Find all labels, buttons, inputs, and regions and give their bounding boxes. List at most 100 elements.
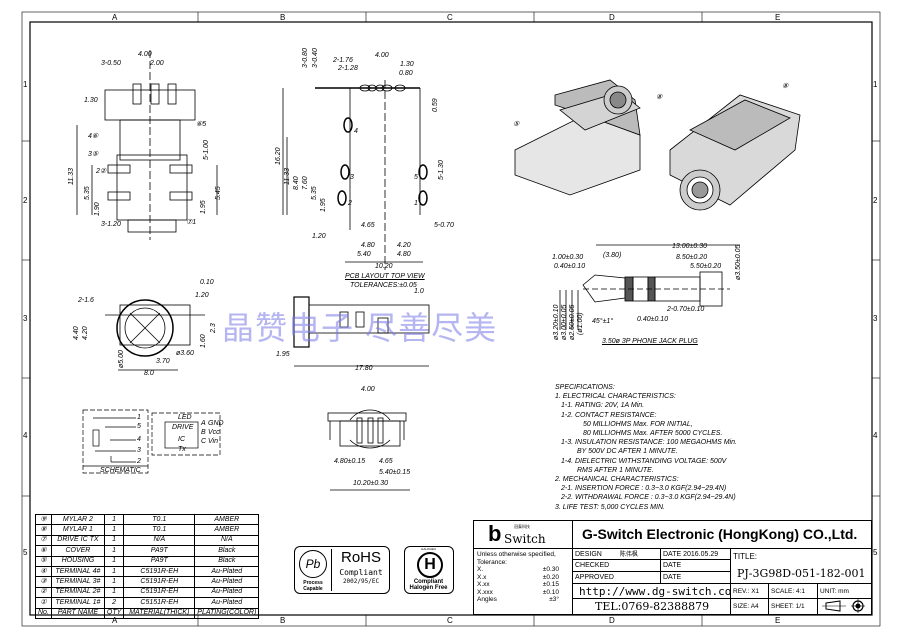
callout: 2② <box>96 168 107 175</box>
dim: 5-1.30 <box>438 160 445 180</box>
grid-row-2-right: 2 <box>873 196 878 205</box>
dim: 1.20 <box>312 233 326 240</box>
spec-line: 50 MILLIOHMS Max. FOR INITIAL, <box>583 420 693 428</box>
dim: 0.40±0.10 <box>637 316 669 323</box>
sheet-value: 1/1 <box>795 603 805 610</box>
unit-cell: UNIT: mm <box>817 583 872 599</box>
dim: 3-0.40 <box>312 48 319 68</box>
company-logo: b 冠泰科技 Switch <box>473 520 573 549</box>
header-cell: PART NAME <box>50 607 105 619</box>
dim: ø3.00±0.05 <box>561 304 568 340</box>
dim: 16.20 <box>275 147 282 165</box>
grid-col-c: C <box>447 13 453 22</box>
callout: 4⑥ <box>88 133 99 140</box>
grid-col-b-bottom: B <box>280 616 286 625</box>
pin-number: 2 <box>348 200 352 207</box>
dim: 3.70 <box>156 358 170 365</box>
dim: (3.80) <box>603 252 622 259</box>
title-cell: TITLE: PJ-3G98D-051-182-001 <box>730 548 872 584</box>
grid-row-3-right: 3 <box>873 314 878 323</box>
company-name: G-Switch Electronic (HongKong) CO.,Ltd. <box>572 520 872 549</box>
plug-caption: 3.50ø 3P PHONE JACK PLUG <box>602 338 698 345</box>
telephone: TEL:0769-82388879 <box>572 598 731 615</box>
dim: 5.50±0.20 <box>690 263 722 270</box>
dim: 2-1.76 <box>333 57 353 64</box>
dim: ø3.50±0.05 <box>735 244 742 280</box>
cell: TERMINAL 1# <box>50 597 105 609</box>
dim: 4.40 <box>73 326 80 340</box>
dim: 7.60 <box>302 176 309 190</box>
cell: PA9T <box>123 555 196 567</box>
cell: 1 <box>103 524 125 536</box>
pin-number: 5 <box>414 174 418 181</box>
rev-value: X1 <box>751 588 760 595</box>
cell: COVER <box>50 545 105 557</box>
dim: 1.95 <box>200 200 207 214</box>
scale-cell: SCALE: 4:1 <box>768 583 818 599</box>
callout: ⑧ <box>656 94 663 101</box>
dim: 5.35 <box>311 186 318 200</box>
ic-label: LED <box>178 414 192 421</box>
rev-label: REV.: <box>733 588 750 595</box>
tol-value: ±3° <box>549 596 559 603</box>
dim: 1.30 <box>84 97 98 104</box>
dim: 0.10 <box>200 279 214 286</box>
logo-text: Switch <box>504 532 546 546</box>
tol-value: ±0.30 <box>542 566 559 573</box>
unit-label: UNIT: <box>820 588 837 595</box>
grid-col-e-bottom: E <box>775 616 781 625</box>
schematic-pin: 1 <box>137 414 141 421</box>
tolerance-title: Unless otherwise specified, Tolerance: <box>477 551 556 566</box>
dim: 13.00±0.30 <box>672 243 707 250</box>
dim: 5-1.00 <box>203 140 210 160</box>
dim: 1.95 <box>276 351 290 358</box>
tol-value: ±0.20 <box>542 573 559 581</box>
dim: 1.20 <box>195 292 209 299</box>
dim: 4.80±0.15 <box>334 458 366 465</box>
dim: 1.95 <box>320 198 327 212</box>
schematic-pin: 3 <box>137 447 141 454</box>
dim: 0.59 <box>432 98 439 112</box>
schematic-caption: SCHEMATIC <box>100 467 141 474</box>
cell: Black <box>194 555 260 567</box>
header-cell: QTY <box>103 607 125 619</box>
grid-row-4-right: 4 <box>873 431 878 440</box>
cell: T0.1 <box>123 513 196 526</box>
cell: ⑦ <box>35 534 52 547</box>
header-cell: MATERIAL(THICK) <box>123 607 196 619</box>
cell: TERMINAL 4# <box>50 565 105 578</box>
unit-value: mm <box>838 588 849 595</box>
cell: 1 <box>103 545 125 557</box>
dim: 8.50±0.20 <box>676 254 708 261</box>
cell: 1 <box>103 586 125 599</box>
pin-number: 1 <box>414 200 418 207</box>
schematic-pin: 5 <box>137 423 141 430</box>
cell: MYLAR 1 <box>50 524 105 536</box>
dim: (ø1.00) <box>577 312 584 335</box>
tolerance-box: Unless otherwise specified, Tolerance: X… <box>473 548 573 615</box>
ic-label: Tx <box>178 446 186 453</box>
header-cell: No. <box>35 607 52 619</box>
dim: 4.20 <box>82 326 89 340</box>
tol-key: Angles <box>477 596 497 603</box>
dim: 3-1.20 <box>101 221 121 228</box>
grid-row-4: 4 <box>23 431 28 440</box>
cell: ① <box>35 597 52 609</box>
callout: ⑤ <box>513 121 520 128</box>
dim: 11.33 <box>284 168 291 185</box>
cell: Black <box>194 545 260 557</box>
cell: TERMINAL 2# <box>50 586 105 599</box>
dim: 0.80 <box>399 70 413 77</box>
spec-line: SPECIFICATIONS: <box>555 384 615 391</box>
cell: TERMINAL 3# <box>50 576 105 588</box>
dim: 4.80 <box>397 251 411 258</box>
pin-number: 4 <box>354 128 358 135</box>
pin-number: 3 <box>350 174 354 181</box>
ic-label: IC <box>178 436 185 443</box>
